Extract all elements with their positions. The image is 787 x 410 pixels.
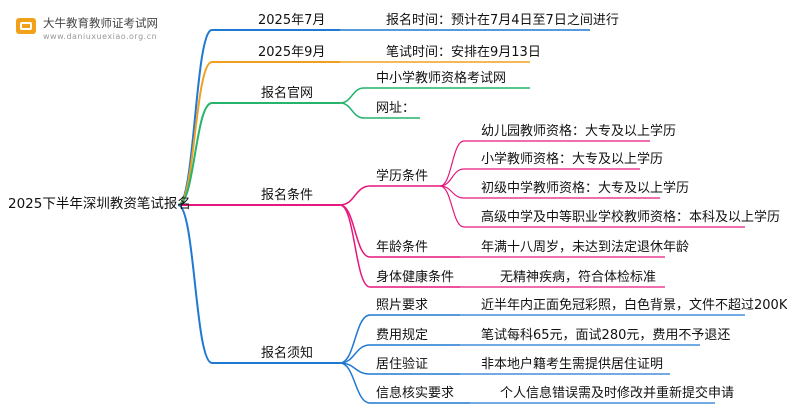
- edge-b4-g1: [339, 185, 440, 206]
- edge-g1-i3: [439, 185, 660, 199]
- group-info-verify: 信息核实要求: [376, 386, 455, 401]
- edge-b4-g3: [339, 204, 460, 288]
- branch-2025-jul: 2025年7月: [258, 13, 326, 28]
- book-icon: [16, 18, 36, 34]
- edge-b5-g2: [339, 344, 460, 364]
- education-item: 初级中学教师资格：大专及以上学历: [481, 181, 690, 196]
- site-logo: 大牛教育教师证考试网 www.daniuxuexiao.org.cn: [10, 10, 210, 46]
- edge-b5-g4: [339, 362, 470, 404]
- branch-2025-sep: 2025年9月: [258, 45, 326, 60]
- group-fee: 费用规定: [376, 328, 429, 343]
- group-education: 学历条件: [376, 169, 429, 184]
- residence-item: 非本地户籍考生需提供居住证明: [481, 357, 664, 372]
- edge-root-b3: [177, 102, 340, 206]
- edge-b5-g1: [339, 314, 460, 364]
- age-item: 年满十八周岁，未达到法定退休年龄: [481, 240, 690, 255]
- logo-url: www.daniuxuexiao.org.cn: [43, 32, 158, 41]
- mind-map-edges: [177, 29, 745, 404]
- edge-g1-i2: [439, 168, 640, 187]
- branch-2025-sep-detail: 笔试时间：安排在9月13日: [386, 45, 541, 60]
- health-item: 无精神疾病，符合体检标准: [500, 270, 657, 285]
- group-residence: 居住验证: [376, 357, 429, 372]
- edge-b3-item2: [339, 102, 420, 119]
- education-item: 幼儿园教师资格：大专及以上学历: [481, 124, 677, 139]
- edge-g1-i4: [439, 185, 745, 228]
- official-site-url-label: 网址：: [376, 101, 416, 116]
- info-verify-item: 个人信息错误需及时修改并重新提交申请: [500, 386, 735, 401]
- education-item: 高级中学及中等职业学校教师资格：本科及以上学历: [481, 210, 781, 225]
- edge-root-b2: [177, 61, 340, 206]
- edge-root-b5: [177, 204, 340, 364]
- edge-b3-item1: [339, 87, 530, 104]
- photo-item: 近半年内正面免冠彩照，白色背景，文件不超过200K: [481, 298, 787, 313]
- branch-conditions: 报名条件: [261, 188, 314, 203]
- education-item: 小学教师资格：大专及以上学历: [481, 152, 664, 167]
- group-photo: 照片要求: [376, 298, 429, 313]
- branch-2025-jul-detail: 报名时间：预计在7月4日至7日之间进行: [386, 13, 619, 28]
- official-site-name: 中小学教师资格考试网: [376, 71, 507, 86]
- edge-g1-i1: [439, 140, 650, 187]
- fee-item: 笔试每科65元，面试280元，费用不予退还: [481, 328, 731, 343]
- logo-title: 大牛教育教师证考试网: [43, 16, 158, 30]
- branch-notice: 报名须知: [261, 346, 314, 361]
- root-topic: 2025下半年深圳教资笔试报名: [8, 196, 191, 212]
- group-age: 年龄条件: [376, 240, 429, 255]
- group-health: 身体健康条件: [376, 270, 455, 285]
- branch-official-site: 报名官网: [261, 86, 314, 101]
